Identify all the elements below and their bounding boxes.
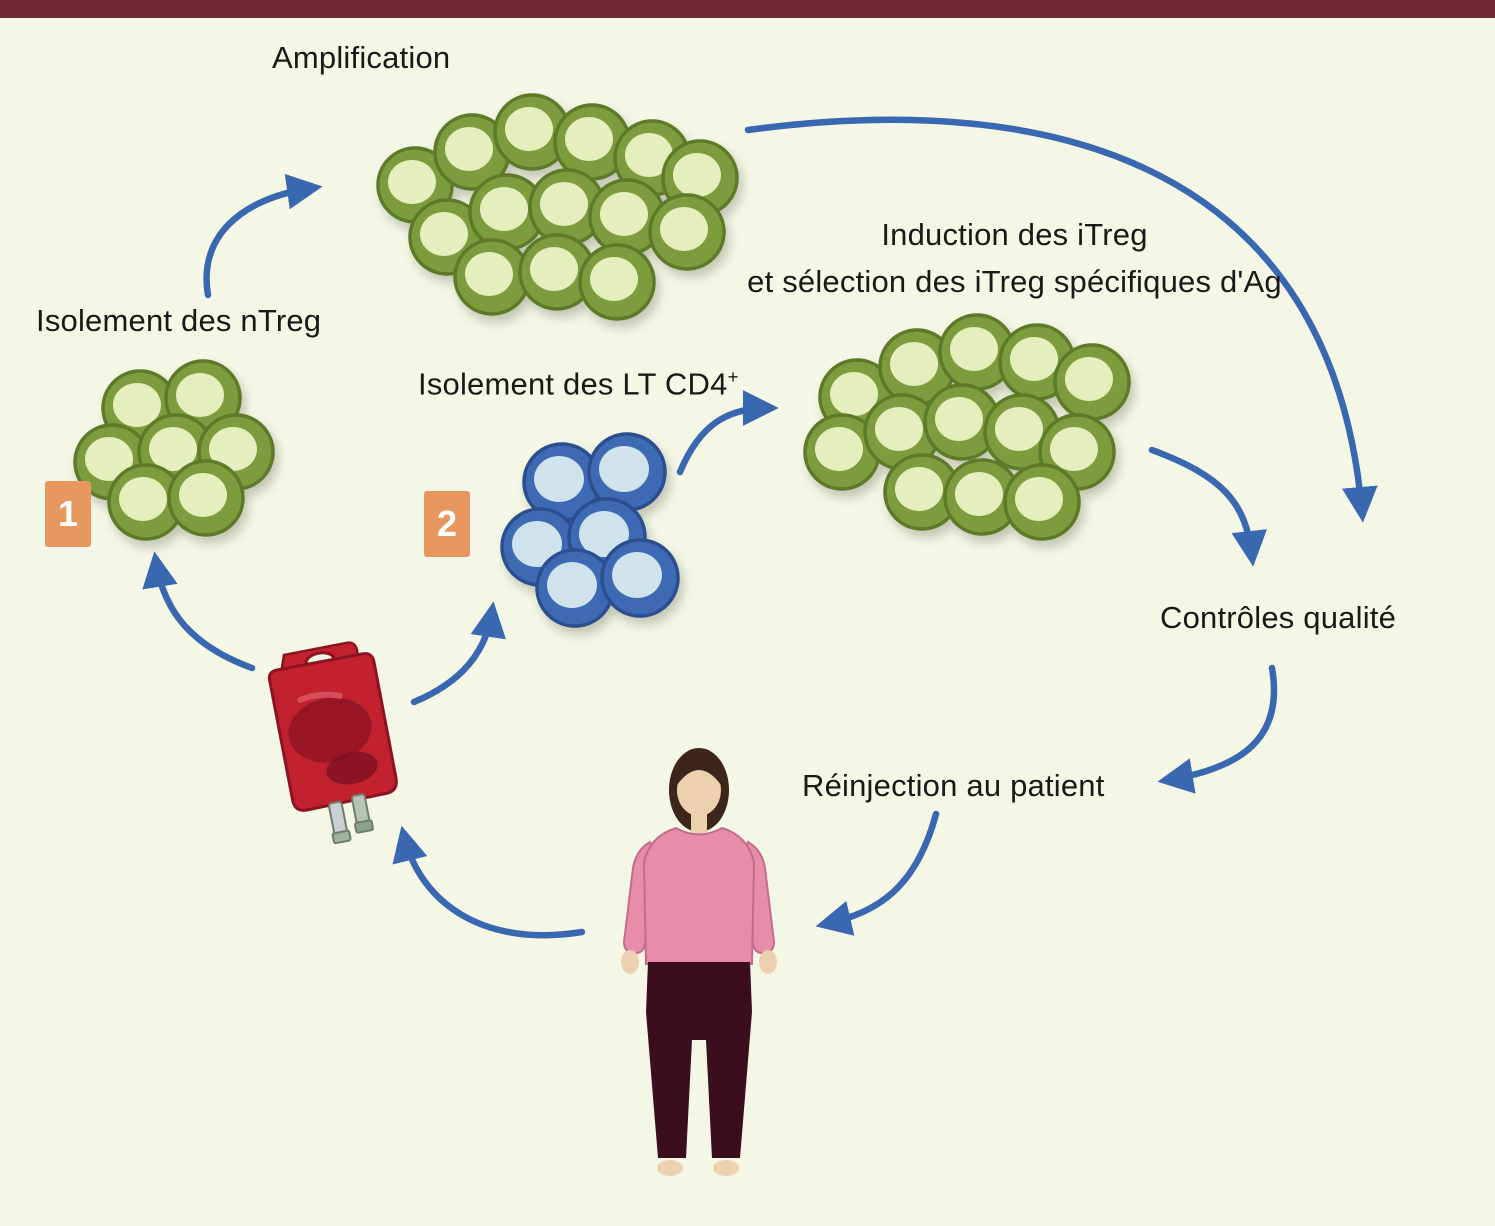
patient-pants	[646, 962, 752, 1158]
arrow-reinjection-to-patient	[815, 810, 940, 936]
label-reinjection-patient: Réinjection au patient	[802, 768, 1105, 803]
top-border-bar	[0, 0, 1495, 18]
arrow-amplification-to-controles	[744, 116, 1378, 523]
lt-cd4-cell-cluster	[500, 432, 680, 628]
arrow-bag-to-cd4	[410, 601, 506, 706]
label-isolement-lt-cd4-sup: +	[727, 366, 739, 387]
label-controles-qualite: Contrôles qualité	[1160, 600, 1397, 635]
label-induction-line2: et sélection des iTreg spécifiques d'Ag	[747, 263, 1282, 299]
ntreg-cell-cluster	[73, 359, 275, 541]
step-badge-1: 1	[45, 481, 91, 547]
patient-figure	[621, 748, 777, 1176]
itreg-cell-cluster	[803, 313, 1131, 541]
arrow-controles-to-reinjection	[1157, 664, 1278, 794]
blood-bag-icon	[267, 641, 398, 845]
arrow-bag-to-ntreg	[142, 551, 256, 672]
arrow-cd4-to-itreg	[676, 390, 779, 476]
patient-sweater	[642, 826, 756, 965]
label-isolement-ntreg: Isolement des nTreg	[36, 303, 322, 338]
arrow-patient-to-bag	[392, 825, 586, 939]
bag-ports	[328, 793, 374, 845]
label-induction: Induction des iTreg et sélection des iTr…	[722, 212, 1307, 305]
amplification-cell-cluster	[376, 93, 739, 321]
label-induction-line1: Induction des iTreg	[881, 217, 1148, 252]
label-amplification: Amplification	[272, 40, 451, 75]
label-isolement-lt-cd4-base: Isolement des LT CD4	[418, 366, 728, 402]
step-badge-2: 2	[424, 491, 470, 557]
label-isolement-lt-cd4: Isolement des LT CD4+	[418, 366, 739, 402]
arrow-ntreg-to-amplification	[203, 173, 323, 299]
flow-arrows	[142, 116, 1378, 939]
arrow-itreg-to-controles	[1148, 446, 1267, 567]
patient-face	[677, 764, 721, 816]
